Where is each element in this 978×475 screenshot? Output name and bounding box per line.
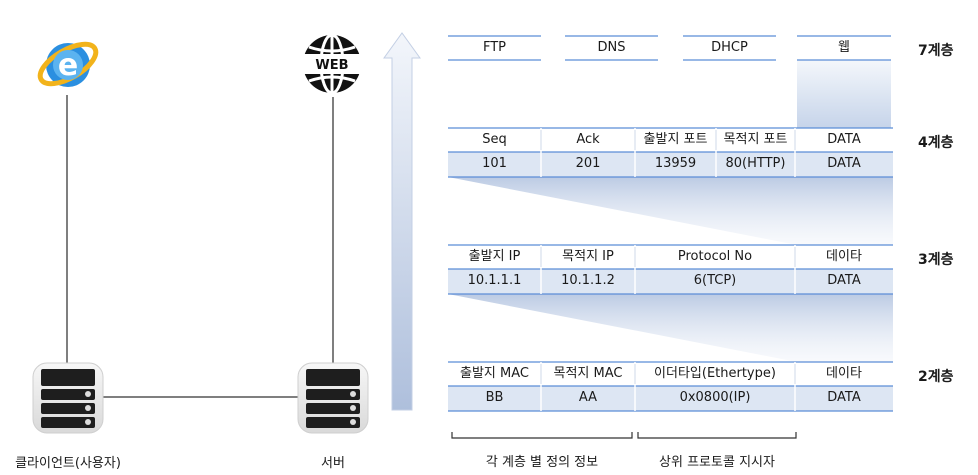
l3-projection xyxy=(448,294,893,362)
l2-header-cell: 이더타입(Ethertype) xyxy=(654,366,776,381)
l4-header-cell: Ack xyxy=(576,132,600,147)
layer-3-label: 3계층 xyxy=(918,252,954,268)
l2-value-cell: AA xyxy=(578,390,598,405)
bracket-right xyxy=(637,432,797,439)
l4-header-cell: 목적지 포트 xyxy=(723,132,788,147)
l4-projection xyxy=(448,177,893,245)
l7-projection xyxy=(797,60,891,128)
l3-header-cell: 데이타 xyxy=(826,249,862,264)
l3-header-cell: 출발지 IP xyxy=(468,249,521,264)
browser-icon: e xyxy=(37,41,99,87)
l4-value-cell: 80(HTTP) xyxy=(725,156,786,171)
protocol-dhcp: DHCP xyxy=(711,40,748,55)
server-icon xyxy=(297,362,369,434)
client-server-icon xyxy=(32,362,104,434)
l3-table-lines xyxy=(448,244,893,295)
l3-header-cell: 목적지 IP xyxy=(562,249,614,264)
l3-value-cell: 10.1.1.2 xyxy=(561,273,615,288)
layer-2-label: 2계층 xyxy=(918,369,954,385)
l2-value-cell: BB xyxy=(485,390,504,405)
protocol-ftp: FTP xyxy=(482,40,507,55)
l4-table-lines xyxy=(448,127,893,178)
l2-value-cell: 0x0800(IP) xyxy=(679,390,751,405)
l4-header-cell: 출발지 포트 xyxy=(643,132,708,147)
l3-value-cell: 10.1.1.1 xyxy=(467,273,522,288)
l4-header-cell: Seq xyxy=(482,132,507,147)
web-icon-text: WEB xyxy=(315,58,348,73)
l3-value-cell: 6(TCP) xyxy=(693,273,737,288)
l4-value-cell: 13959 xyxy=(654,156,697,171)
l3-value-cell: DATA xyxy=(827,273,861,288)
web-globe-icon: WEB xyxy=(303,33,361,95)
l2-header-cell: 목적지 MAC xyxy=(553,366,623,381)
bracket-right-label: 상위 프로토콜 지시자 xyxy=(659,455,775,470)
upward-arrow-icon xyxy=(383,32,421,411)
layer-7-label: 7계층 xyxy=(918,43,954,59)
l4-value-cell: 101 xyxy=(482,156,507,171)
l4-header-cell: DATA xyxy=(827,132,861,147)
l4-value-cell: DATA xyxy=(827,156,861,171)
server-label: 서버 xyxy=(321,456,345,471)
protocol-web: 웹 xyxy=(838,40,850,55)
layer-4-label: 4계층 xyxy=(918,135,954,151)
bracket-left xyxy=(451,432,633,439)
l2-table-lines xyxy=(448,361,893,412)
l2-value-cell: DATA xyxy=(827,390,861,405)
l3-header-cell: Protocol No xyxy=(677,249,753,264)
l4-value-cell: 201 xyxy=(575,156,601,171)
svg-text:e: e xyxy=(58,48,78,83)
l2-header-cell: 데이타 xyxy=(826,366,862,381)
client-label: 클라이언트(사용자) xyxy=(15,456,121,471)
protocol-dns: DNS xyxy=(597,40,626,55)
bracket-left-label: 각 계층 별 정의 정보 xyxy=(485,455,599,470)
l2-header-cell: 출발지 MAC xyxy=(460,366,529,381)
